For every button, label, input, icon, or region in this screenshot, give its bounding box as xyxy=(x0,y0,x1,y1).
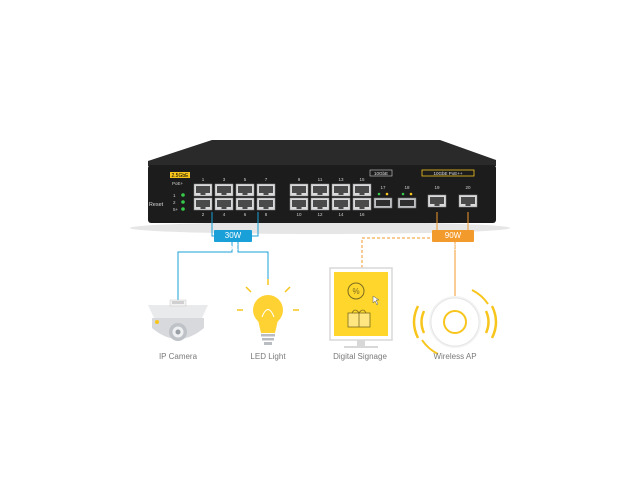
led-label: 2 xyxy=(173,200,176,205)
led-label: 5+ xyxy=(173,207,179,212)
port-number: 12 xyxy=(317,212,323,217)
link-line xyxy=(361,237,430,268)
group-label-25g-bg xyxy=(170,172,190,178)
port-number: 7 xyxy=(265,177,268,182)
group-label-10g: 10GbE xyxy=(374,171,388,176)
digital-signage-icon: % xyxy=(329,267,393,348)
port-number: 8 xyxy=(265,212,268,217)
port-number: 2 xyxy=(202,212,205,217)
poe-30w-tag: 30W PoE+ xyxy=(214,230,252,252)
port-number: 9 xyxy=(298,177,301,182)
port-number: 14 xyxy=(338,212,344,217)
port-led xyxy=(385,192,389,196)
led-bulb-icon xyxy=(237,279,299,345)
led-label: 1 xyxy=(173,193,176,198)
port-led xyxy=(377,192,381,196)
group-label-poe: 10GbE PoE++ xyxy=(433,171,462,176)
device-label-digital-signage: Digital Signage xyxy=(333,352,387,361)
port-number: 1 xyxy=(202,177,205,182)
reset-label: Reset xyxy=(149,202,164,208)
port-led xyxy=(409,192,413,196)
group-label-10g-frame xyxy=(369,169,393,177)
port-number: 13 xyxy=(338,177,344,182)
status-led xyxy=(181,207,185,211)
port-number: 20 xyxy=(465,185,471,190)
wireless-ap-icon xyxy=(412,289,498,355)
switch-top xyxy=(148,140,496,166)
status-led xyxy=(181,193,185,197)
port-number: 18 xyxy=(404,185,410,190)
poe-legend: PoE+ xyxy=(172,181,184,186)
svg-text:%: % xyxy=(352,287,359,296)
port-number: 17 xyxy=(380,185,386,190)
ip-camera-icon xyxy=(148,299,208,341)
port-led xyxy=(401,192,405,196)
port-number: 11 xyxy=(318,177,323,182)
link-line xyxy=(177,242,233,300)
port-number: 6 xyxy=(244,212,247,217)
group-label-25g: 2.5GbE xyxy=(172,173,190,179)
group-label-poe-frame xyxy=(421,169,475,177)
port-number: 4 xyxy=(223,212,226,217)
link-line xyxy=(237,242,269,284)
port-number: 5 xyxy=(244,177,247,182)
port-number: 10 xyxy=(296,212,302,217)
poe-90w-tag: 90W PoE++ xyxy=(432,230,474,252)
device-label-led-light: LED Light xyxy=(250,352,286,361)
port-number: 19 xyxy=(434,185,440,190)
port-number: 16 xyxy=(359,212,365,217)
port-number: 3 xyxy=(223,177,226,182)
port-number: 15 xyxy=(359,177,365,182)
device-label-ip-camera: IP Camera xyxy=(158,352,198,361)
device-label-wireless-ap: Wireless AP xyxy=(433,352,477,361)
status-led xyxy=(181,200,185,204)
